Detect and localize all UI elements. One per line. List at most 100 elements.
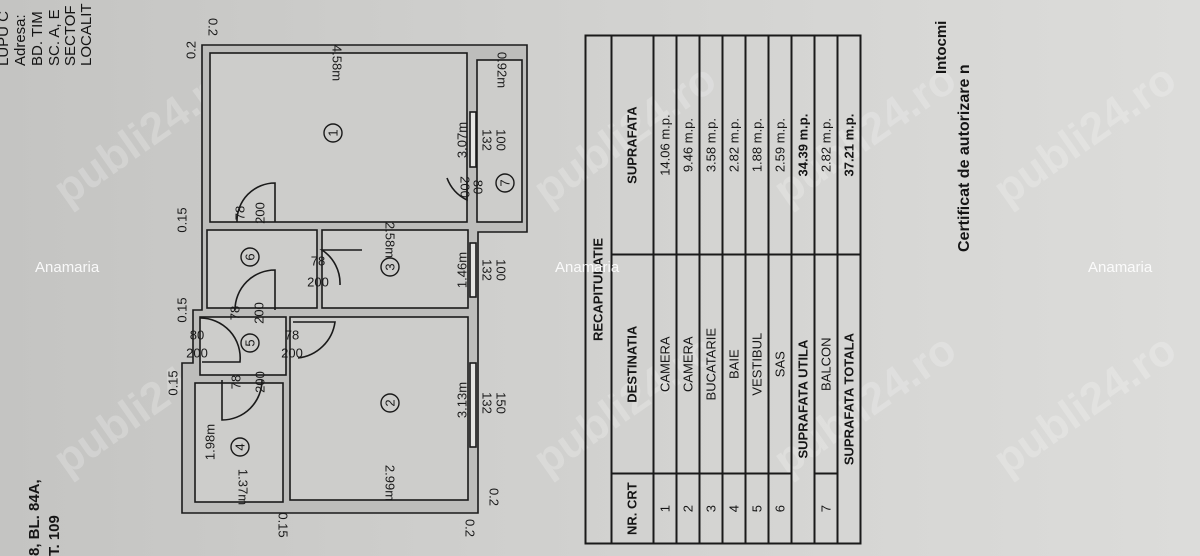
room-2 bbox=[289, 316, 469, 501]
window bbox=[469, 242, 477, 298]
room-number: 6 bbox=[243, 253, 258, 260]
door-size: 78 bbox=[228, 306, 243, 320]
door-size: 200 bbox=[253, 371, 268, 393]
cell-area: 3.58 m.p. bbox=[699, 35, 723, 255]
door-size: 78 bbox=[311, 254, 325, 269]
wall-thickness: 0.2 bbox=[487, 488, 502, 506]
wall-thickness: 0.2 bbox=[463, 519, 478, 537]
dimension: 4.58m bbox=[330, 45, 345, 81]
window bbox=[469, 111, 477, 168]
door-size: 200 bbox=[253, 202, 268, 224]
window-size: 100 bbox=[494, 129, 509, 151]
door-arc bbox=[221, 379, 263, 421]
cell-dest: CAMERA bbox=[676, 254, 700, 474]
wall-thickness: 0.2 bbox=[206, 18, 221, 36]
door-arc bbox=[446, 177, 468, 202]
cell-nr: 1 bbox=[653, 473, 677, 544]
watermark-name: Anamaria bbox=[35, 259, 100, 276]
window-size: 132 bbox=[480, 129, 495, 151]
room-number: 7 bbox=[498, 179, 513, 186]
cell-dest: SAS bbox=[768, 254, 792, 474]
cell-nr: 7 bbox=[814, 473, 838, 544]
dimension: 3.13m bbox=[455, 382, 470, 418]
dimension: 2.58m bbox=[383, 222, 398, 258]
cell-dest: BALCON bbox=[814, 254, 838, 474]
cell-dest: VESTIBUL bbox=[745, 254, 769, 474]
room-5 bbox=[199, 316, 287, 376]
cell-area: 2.82 m.p. bbox=[722, 35, 746, 255]
cell-area: 2.82 m.p. bbox=[814, 35, 838, 255]
room-6 bbox=[206, 229, 318, 309]
dimension: 3.07m bbox=[455, 122, 470, 158]
dimension: 2.99m bbox=[383, 465, 398, 501]
dimension: 1.37m bbox=[236, 469, 251, 505]
cell-area: 14.06 m.p. bbox=[653, 35, 677, 255]
cell-label: SUPRAFATA UTILA bbox=[791, 254, 815, 544]
door-size: 200 bbox=[281, 346, 303, 361]
door-size: 78 bbox=[233, 206, 248, 220]
window-size: 100 bbox=[494, 259, 509, 281]
room-number: 2 bbox=[383, 399, 398, 406]
room-7-balcony bbox=[476, 59, 523, 223]
door-size: 200 bbox=[186, 346, 208, 361]
room-1 bbox=[209, 52, 468, 223]
room-3 bbox=[321, 229, 469, 309]
door-size: 78 bbox=[285, 328, 299, 343]
wall-thickness: 0.15 bbox=[276, 512, 291, 537]
window-size: 150 bbox=[494, 392, 509, 414]
room-number: 5 bbox=[243, 339, 258, 346]
cell-dest: BUCATARIE bbox=[699, 254, 723, 474]
cell-area: 2.59 m.p. bbox=[768, 35, 792, 255]
dimension: 0.92m bbox=[495, 52, 510, 88]
door-size: 200 bbox=[307, 275, 329, 290]
dimension: 1.46m bbox=[455, 252, 470, 288]
recap-table: RECAPITULATIE NR. CRT DESTINATIA SUPRAFA… bbox=[585, 35, 862, 545]
wall-thickness: 0.15 bbox=[175, 297, 190, 322]
cell-area: 37.21 m.p. bbox=[837, 35, 861, 255]
door-size: 200 bbox=[458, 176, 473, 198]
col-header-destination: DESTINATIA bbox=[611, 254, 654, 474]
door-arc bbox=[236, 182, 276, 223]
cell-area: 9.46 m.p. bbox=[676, 35, 700, 255]
cell-nr: 3 bbox=[699, 473, 723, 544]
wall-thickness: 0.15 bbox=[175, 207, 190, 232]
cell-nr: 6 bbox=[768, 473, 792, 544]
window-size: 132 bbox=[480, 259, 495, 281]
window-size: 132 bbox=[480, 392, 495, 414]
door-arc bbox=[293, 321, 336, 359]
door-arc bbox=[199, 317, 241, 363]
cell-nr: 5 bbox=[745, 473, 769, 544]
room-4 bbox=[194, 382, 284, 503]
dimension: 1.98m bbox=[203, 424, 218, 460]
cell-nr: 2 bbox=[676, 473, 700, 544]
cell-label: SUPRAFATA TOTALA bbox=[837, 254, 861, 544]
watermark-name: Anamaria bbox=[1088, 259, 1153, 276]
cell-dest: BAIE bbox=[722, 254, 746, 474]
col-header-area: SUPRAFATA bbox=[611, 35, 654, 255]
table-title: RECAPITULATIE bbox=[585, 35, 612, 544]
door-size: 80 bbox=[471, 180, 486, 194]
door-size: 200 bbox=[252, 302, 267, 324]
door-arc bbox=[319, 249, 362, 286]
cell-area: 1.88 m.p. bbox=[745, 35, 769, 255]
cell-dest: CAMERA bbox=[653, 254, 677, 474]
cell-nr: 4 bbox=[722, 473, 746, 544]
door-size: 80 bbox=[190, 328, 204, 343]
cell-area: 34.39 m.p. bbox=[791, 35, 815, 255]
door-arc bbox=[234, 269, 276, 311]
door-size: 78 bbox=[229, 375, 244, 389]
col-header-nr: NR. CRT bbox=[611, 473, 654, 544]
wall-thickness: 0.2 bbox=[184, 41, 199, 59]
window bbox=[469, 362, 477, 448]
room-number: 1 bbox=[326, 129, 341, 136]
watermark-name: Anamaria bbox=[555, 259, 620, 276]
